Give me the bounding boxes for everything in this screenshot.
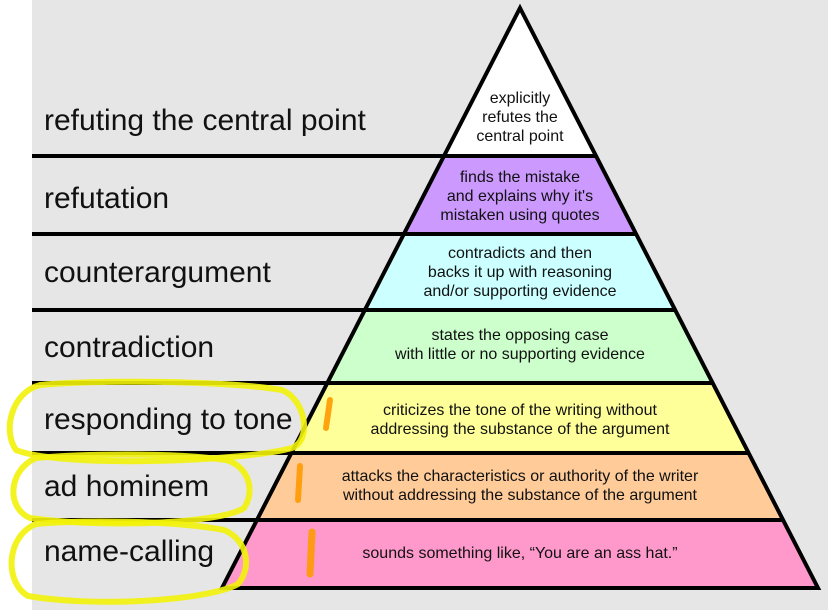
pyramid-tier-contradiction (327, 310, 713, 383)
yellow-highlight-circle (6, 378, 308, 465)
level-label-contradiction: contradiction (44, 331, 215, 364)
level-description-refutation: finds the mistake and explains why it's … (440, 168, 600, 224)
pyramid-tier-name-calling (222, 520, 818, 588)
level-description-name-calling: sounds something like, “You are an ass h… (362, 544, 678, 562)
level-label-refuting-the-central-point: refuting the central point (44, 104, 366, 137)
level-description-contradiction: states the opposing case with little or … (395, 327, 645, 363)
orange-highlight-mark (323, 397, 333, 431)
level-label-ad-hominem: ad hominem (44, 470, 210, 503)
pyramid-tier-ad-hominem (256, 453, 784, 520)
level-label-refutation: refutation (44, 182, 170, 215)
level-description-responding-to-tone: criticizes the tone of the writing witho… (370, 402, 670, 438)
orange-highlight-mark (295, 463, 303, 503)
level-label-responding-to-tone: responding to tone (44, 403, 293, 436)
level-description-counterargument: contradicts and then backs it up with re… (423, 244, 617, 300)
orange-highlight-mark (306, 528, 316, 578)
level-description-ad-hominem: attacks the characteristics or authority… (341, 468, 699, 504)
pyramid-outline (218, 3, 822, 590)
pyramid-tier-refutation (403, 156, 637, 234)
level-label-counterargument: counterargument (44, 256, 271, 289)
level-label-name-calling: name-calling (44, 535, 215, 568)
yellow-highlight-circle (10, 451, 253, 527)
pyramid-tier-refuting-the-central-point (443, 8, 597, 156)
yellow-highlight-circle (8, 518, 249, 605)
pyramid-tier-responding-to-tone (291, 383, 749, 453)
pyramid-tier-counterargument (364, 234, 676, 310)
level-description-refuting-the-central-point: explicitly refutes the central point (476, 89, 564, 145)
